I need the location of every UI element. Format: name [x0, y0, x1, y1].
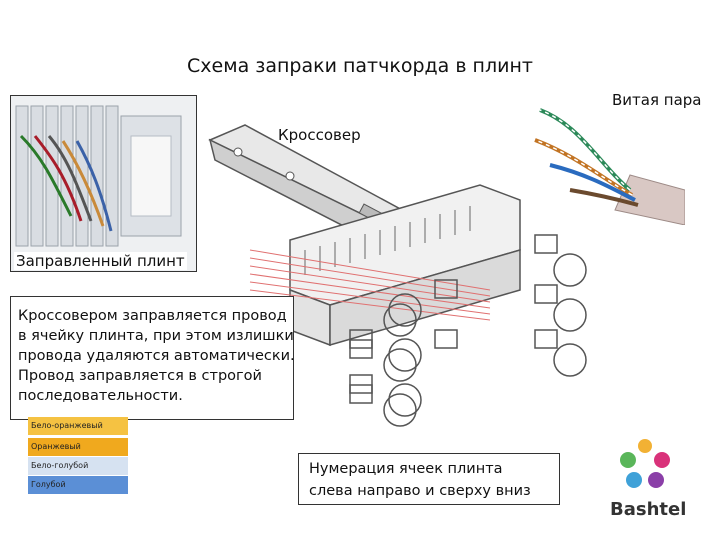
internet-icon — [638, 439, 652, 453]
plint-slots-drawing — [349, 234, 587, 427]
mounted-plint-photo — [10, 95, 197, 272]
description-box — [10, 296, 294, 420]
diagram-title: Схема запраки патчкорда в плинт — [187, 55, 533, 77]
wire-order-item: Оранжевый — [28, 438, 128, 456]
crossover-tool-drawing — [208, 124, 521, 417]
wire-order-item: Бело-голубой — [28, 457, 128, 475]
storage-icon — [648, 472, 664, 488]
mounted-plint-label: Заправленный плинт — [14, 252, 187, 270]
twisted-pair-label: Витая пара — [612, 91, 702, 109]
phone-icon — [620, 452, 636, 468]
users-icon — [654, 452, 670, 468]
wire-order-item: Бело-оранжевый — [28, 417, 128, 435]
twisted-pair-cable-drawing — [534, 108, 685, 225]
description-text: Кроссовером заправляется провод в ячейку… — [18, 308, 295, 404]
tv-icon — [626, 472, 642, 488]
numbering-note: Нумерация ячеек плинта слева направо и с… — [298, 453, 560, 505]
crossover-label: Кроссовер — [278, 126, 361, 144]
wire-order-item: Голубой — [28, 476, 128, 494]
bashtel-logo — [620, 439, 670, 488]
brand-name: Bashtel — [610, 499, 687, 520]
